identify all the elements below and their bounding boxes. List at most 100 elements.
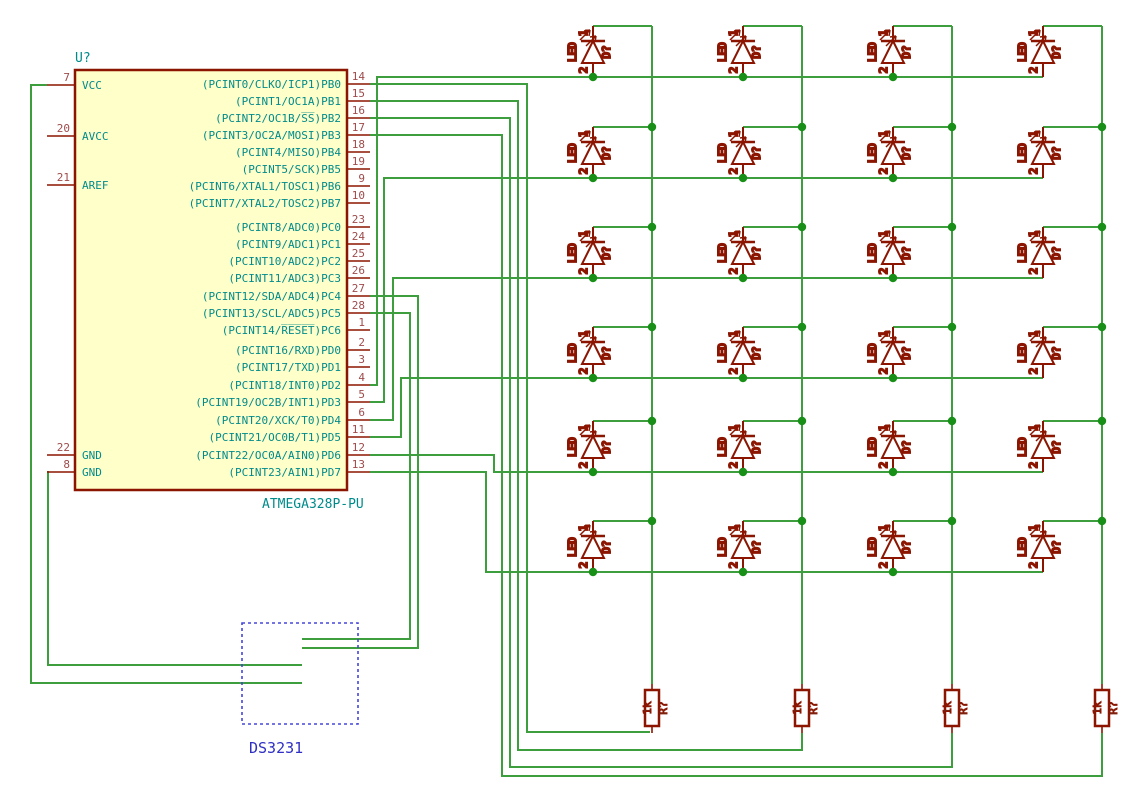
led-triangle bbox=[730, 339, 756, 365]
ic-pin-4[interactable]: 4(PCINT18/INT0)PD2 bbox=[228, 371, 370, 392]
ic-pin-23[interactable]: 23(PCINT8/ADC0)PC0 bbox=[235, 213, 370, 234]
led-pin2-number: 2 bbox=[1027, 268, 1040, 275]
pin-number: 4 bbox=[358, 371, 365, 384]
ic-pin-12[interactable]: 12(PCINT22/OC0A/AIN0)PD6 bbox=[195, 441, 370, 462]
resistor-refdes: R? bbox=[807, 701, 820, 714]
wire-pb0-column1[interactable] bbox=[370, 83, 650, 733]
led-refdes: D? bbox=[750, 540, 763, 553]
ic-pin-3[interactable]: 3(PCINT17/TXD)PD1 bbox=[235, 353, 370, 374]
ic-pin-19[interactable]: 19(PCINT5/SCK)PB5 bbox=[242, 155, 370, 176]
pin-name: (PCINT19/OC2B/INT1)PD3 bbox=[195, 396, 341, 409]
wire-pd4-row3[interactable] bbox=[370, 277, 1043, 421]
led-triangle bbox=[1030, 38, 1056, 64]
led-triangle bbox=[730, 433, 756, 459]
ic-pin-26[interactable]: 26(PCINT11/ADC3)PC3 bbox=[228, 264, 370, 285]
ic-pin-16[interactable]: 16(PCINT2/OC1B/S̅S̅)PB2 bbox=[215, 104, 370, 125]
wire-pd5-row4[interactable] bbox=[370, 377, 1043, 438]
led-triangle bbox=[580, 339, 606, 365]
led-triangle bbox=[580, 239, 606, 265]
ic-pin-27[interactable]: 27(PCINT12/SDA/ADC4)PC4 bbox=[202, 282, 370, 303]
wire-pd2-row1[interactable] bbox=[370, 76, 1043, 386]
wire-pb3-column4[interactable] bbox=[370, 134, 1103, 777]
led-pin2-number: 2 bbox=[877, 562, 890, 569]
ic-pin-2[interactable]: 2(PCINT16/RXD)PD0 bbox=[235, 336, 370, 357]
ic-pin-6[interactable]: 6(PCINT20/XCK/T0)PD4 bbox=[215, 406, 370, 427]
ic-pin-15[interactable]: 15(PCINT1/OC1A)PB1 bbox=[235, 87, 370, 108]
led-arrow-icon bbox=[1029, 230, 1041, 242]
junction-dot bbox=[888, 273, 898, 283]
ic-pin-25[interactable]: 25(PCINT10/ADC2)PC2 bbox=[228, 247, 370, 268]
pin-name: (PCINT11/ADC3)PC3 bbox=[228, 272, 341, 285]
wire-pd6-row5[interactable] bbox=[370, 454, 1043, 473]
pin-name: (PCINT16/RXD)PD0 bbox=[235, 344, 341, 357]
ic-body[interactable] bbox=[73, 68, 349, 492]
ic-pin-9[interactable]: 9(PCINT6/XTAL1/TOSC1)PB6 bbox=[189, 172, 370, 193]
led-triangle bbox=[880, 533, 906, 559]
led-pin1-number: 1 bbox=[577, 331, 590, 338]
ic-pin-1[interactable]: 1(PCINT14/R̅E̅S̅E̅T̅)PC6 bbox=[222, 316, 370, 337]
pin-number: 18 bbox=[352, 138, 365, 151]
led-pin2-number: 2 bbox=[727, 368, 740, 375]
pin-name: (PCINT22/OC0A/AIN0)PD6 bbox=[195, 449, 341, 462]
ic-pin-18[interactable]: 18(PCINT4/MISO)PB4 bbox=[235, 138, 370, 159]
ic-pin-13[interactable]: 13(PCINT23/AIN1)PD7 bbox=[228, 458, 370, 479]
led-arrow-icon bbox=[1035, 35, 1047, 47]
junction-dot bbox=[738, 72, 748, 82]
ic-pin-17[interactable]: 17(PCINT3/OC2A/MOSI)PB3 bbox=[202, 121, 370, 142]
pin-name: (PCINT21/OC0B/T1)PD5 bbox=[209, 431, 341, 444]
wire-scl-rtc[interactable] bbox=[302, 312, 411, 640]
wire-pd3-row2[interactable] bbox=[370, 177, 1043, 403]
wire-sda-rtc[interactable] bbox=[302, 295, 419, 649]
junction-dot bbox=[1097, 416, 1107, 426]
led-arrow-icon bbox=[879, 29, 891, 41]
wire-pb1-column2[interactable] bbox=[370, 100, 803, 751]
pin-name: (PCINT8/ADC0)PC0 bbox=[235, 221, 341, 234]
ic-pin-28[interactable]: 28(PCINT13/SCL/ADC5)PC5 bbox=[202, 299, 370, 320]
ic-pin-24[interactable]: 24(PCINT9/ADC1)PC1 bbox=[235, 230, 370, 251]
ic-pin-10[interactable]: 10(PCINT7/XTAL2/TOSC2)PB7 bbox=[189, 189, 370, 210]
led-arrow-icon bbox=[735, 336, 747, 348]
led-pin2-number: 2 bbox=[727, 168, 740, 175]
ic-pin-11[interactable]: 11(PCINT21/OC0B/T1)PD5 bbox=[209, 423, 370, 444]
ic-pin-14[interactable]: 14(PCINT0/CLKO/ICP1)PB0 bbox=[202, 70, 370, 91]
wire-pd7-row6[interactable] bbox=[370, 471, 1043, 573]
pin-number: 22 bbox=[57, 441, 70, 454]
ic-pin-5[interactable]: 5(PCINT19/OC2B/INT1)PD3 bbox=[195, 388, 370, 409]
wire-pb2-column3[interactable] bbox=[370, 117, 953, 768]
led-pin2-number: 2 bbox=[877, 168, 890, 175]
wire-vcc-rtc[interactable] bbox=[30, 84, 302, 684]
